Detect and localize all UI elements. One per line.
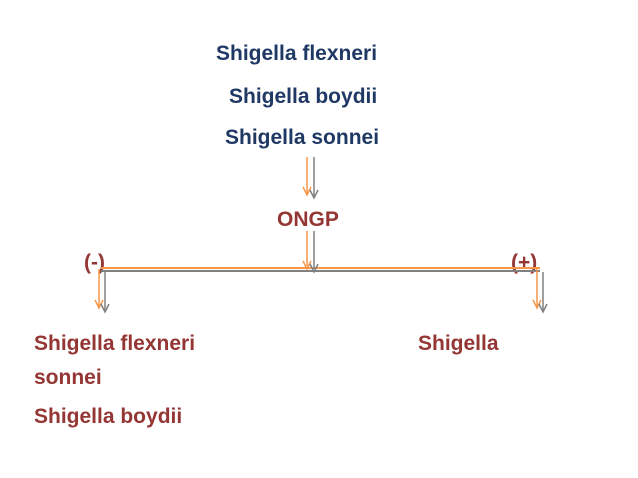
negative-result-2: sonnei [34, 366, 102, 389]
arrow-down-icon [302, 231, 319, 274]
positive-result: Shigella [418, 332, 499, 355]
negative-result-1: Shigella flexneri [34, 332, 196, 355]
top-species-2: Shigella boydii [229, 85, 378, 108]
ongp-test-label: ONGP [277, 208, 339, 231]
arrow-down-icon [532, 269, 548, 314]
top-species-3: Shigella sonnei [225, 126, 380, 149]
arrow-down-icon [94, 269, 110, 314]
arrow-down-icon [302, 157, 319, 200]
negative-result-3: Shigella boydii [34, 405, 183, 428]
top-species-1: Shigella flexneri [216, 42, 378, 65]
negative-branch-label: (-) [84, 251, 105, 274]
